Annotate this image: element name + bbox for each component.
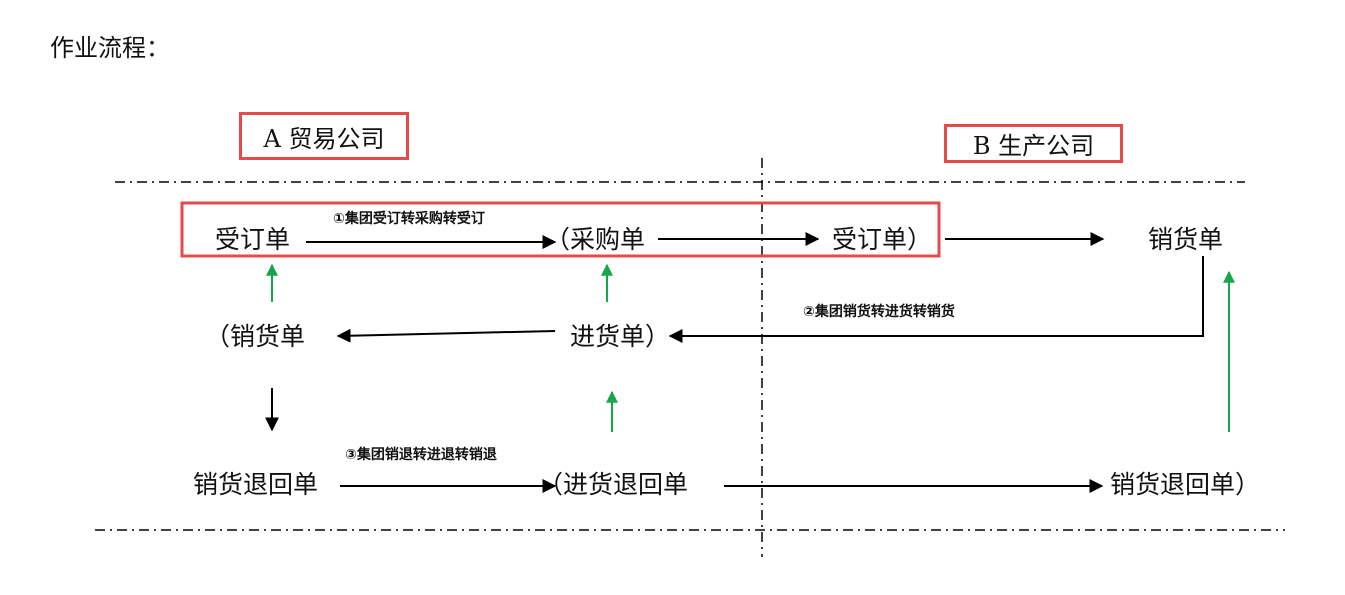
company-a-label: A 贸易公司	[263, 124, 385, 153]
arrow-b-sales-to-receipt	[668, 256, 1204, 343]
node-a-sales-return: 销货退回单	[193, 470, 319, 499]
flow-label-2: ②集团销货转进货转销货	[803, 304, 955, 320]
arrow-receipt-to-a-sales	[336, 328, 556, 343]
company-b-box: B 生产公司	[944, 124, 1123, 163]
node-b-order: 受订单）	[832, 225, 933, 254]
flow-label-1: ①集团受订转采购转受订	[333, 211, 485, 227]
node-mid-purchase: （采购单	[545, 225, 646, 254]
node-mid-receipt: 进货单）	[570, 322, 671, 351]
node-b-sales-return: 销货退回单）	[1110, 470, 1261, 499]
node-a-sales: （销货单	[205, 322, 306, 351]
page-title: 作业流程：	[50, 34, 170, 62]
node-b-sales: 销货单	[1148, 225, 1224, 254]
flow-label-3: ③集团销退转进退转销退	[345, 447, 497, 463]
node-mid-receipt-return: （进货退回单	[538, 470, 689, 499]
node-a-order: 受订单	[215, 225, 291, 254]
company-b-label: B 生产公司	[972, 132, 1095, 160]
order-flow-highlight	[180, 201, 941, 258]
company-a-box: A 贸易公司	[239, 112, 409, 160]
